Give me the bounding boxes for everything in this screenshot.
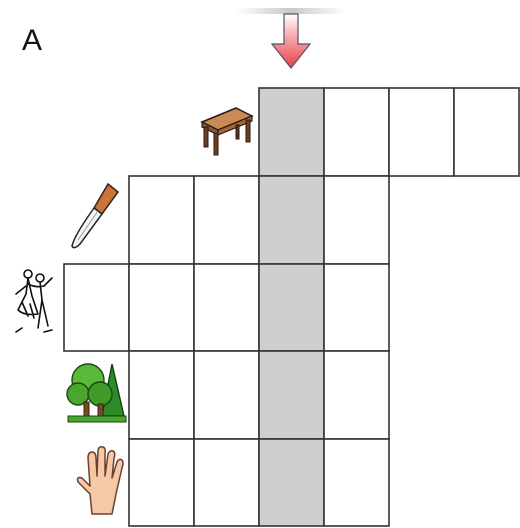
forest-icon xyxy=(66,363,127,423)
grid-cell[interactable] xyxy=(323,263,390,352)
grid-cell[interactable] xyxy=(63,263,130,352)
grid-cell[interactable] xyxy=(453,87,520,177)
knife-icon xyxy=(71,182,120,249)
grid-cell[interactable] xyxy=(128,263,195,352)
puzzle-label: A xyxy=(22,24,43,57)
grid-cell[interactable] xyxy=(193,175,260,265)
dancing-couple-icon xyxy=(15,269,53,333)
grid-cell[interactable] xyxy=(128,350,195,440)
grid-cell[interactable] xyxy=(323,175,390,265)
solution-cell[interactable] xyxy=(258,350,325,440)
grid-cell[interactable] xyxy=(323,438,390,527)
grid-cell[interactable] xyxy=(323,87,390,177)
down-arrow-icon xyxy=(236,8,346,69)
hand-icon xyxy=(76,446,124,515)
grid-cell[interactable] xyxy=(193,263,260,352)
solution-cell[interactable] xyxy=(258,263,325,352)
grid-cell[interactable] xyxy=(388,87,455,177)
grid-cell[interactable] xyxy=(323,350,390,440)
solution-cell[interactable] xyxy=(258,175,325,265)
solution-cell[interactable] xyxy=(258,87,325,177)
grid-cell[interactable] xyxy=(193,350,260,440)
grid-cell[interactable] xyxy=(128,175,195,265)
grid-cell[interactable] xyxy=(128,438,195,527)
grid-cell[interactable] xyxy=(193,438,260,527)
table-icon xyxy=(200,107,254,156)
solution-cell[interactable] xyxy=(258,438,325,527)
